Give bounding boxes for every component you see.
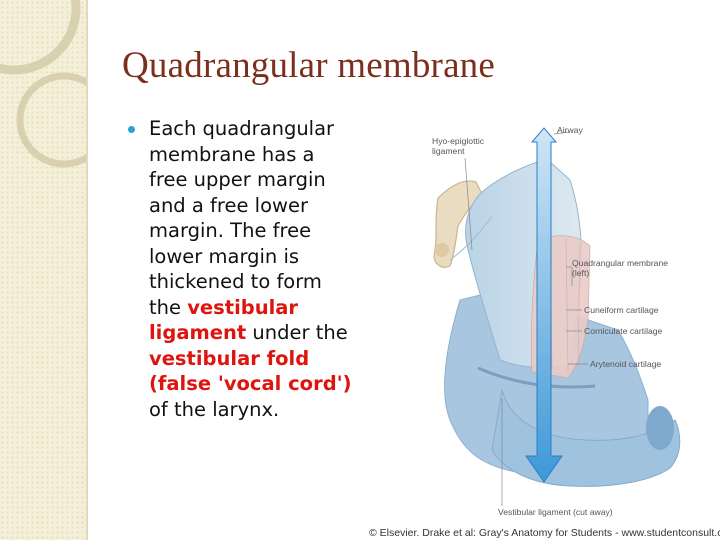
label-arytenoid-cartilage: Arytenoid cartilage: [590, 359, 662, 369]
bullet-text: Each quadrangular membrane has a free up…: [149, 117, 352, 421]
bullet-item: Each quadrangular membrane has a free up…: [128, 116, 356, 422]
image-credit: © Elsevier. Drake et al: Gray's Anatomy …: [369, 527, 720, 539]
slide-title: Quadrangular membrane: [122, 45, 496, 86]
decorative-circles: [0, 0, 86, 168]
airway-arrow-icon: [525, 127, 563, 483]
label-cuneiform-cartilage: Cuneiform cartilage: [584, 305, 659, 315]
cricoid-opening: [646, 406, 674, 450]
hyo-epiglottic-ligament-shape: [449, 215, 493, 261]
label-quadrangular-membrane: Quadrangular membrane(left): [572, 258, 669, 278]
label-airway: Airway: [557, 125, 583, 135]
vestibular-ligament-shape: [477, 366, 596, 389]
highlight-vestibular-fold: vestibular fold (false 'vocal cord'): [149, 346, 352, 396]
label-leader-lines: [464, 131, 588, 506]
larynx-illustration: [433, 127, 681, 506]
hyoid-knob: [435, 243, 449, 257]
highlight-vestibular-ligament: vestibular ligament: [149, 295, 299, 345]
label-corniculate-cartilage: Corniculate cartilage: [584, 326, 663, 336]
bullet-dot-icon: [128, 126, 135, 133]
band-divider: [86, 0, 88, 540]
label-vestibular-ligament: Vestibular ligament (cut away): [498, 507, 613, 517]
decorative-side-band: [0, 0, 86, 540]
